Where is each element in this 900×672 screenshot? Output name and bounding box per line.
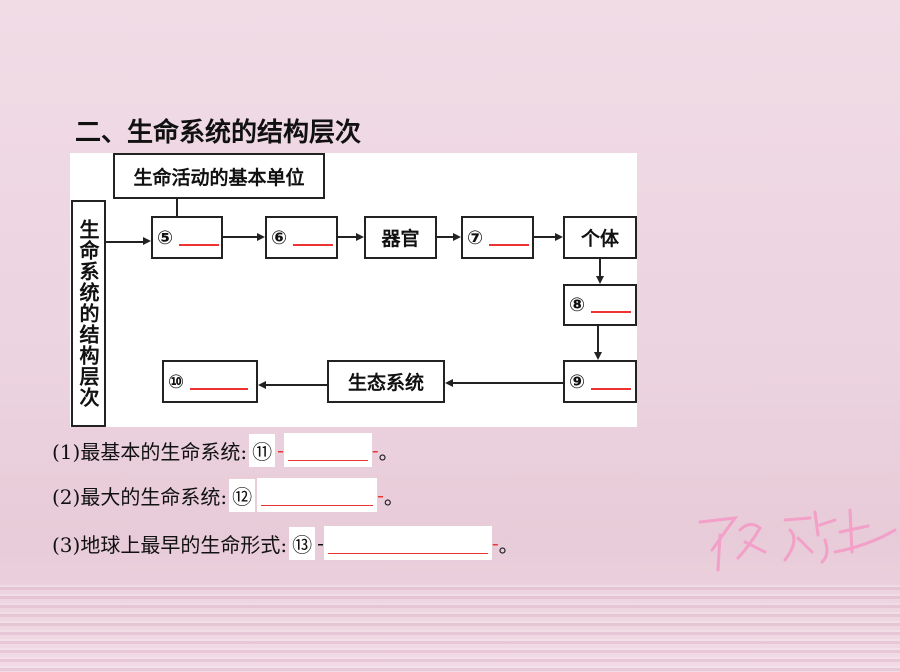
side-label-box: 生命系统的结构层次 bbox=[71, 200, 106, 427]
arrow-line bbox=[597, 326, 599, 352]
period: 。 bbox=[383, 484, 404, 509]
node-5: ⑤ bbox=[151, 216, 223, 259]
question-text: (3)地球上最早的生命形式: bbox=[52, 532, 288, 557]
node-10: ⑩ bbox=[162, 360, 258, 403]
blank bbox=[591, 311, 632, 313]
node-organ: 器官 bbox=[364, 216, 437, 259]
arrow-right-icon bbox=[257, 233, 265, 241]
period: 。 bbox=[498, 532, 519, 557]
arrow-right-icon bbox=[555, 233, 563, 241]
dash: - bbox=[277, 438, 284, 462]
hierarchy-diagram: 生命活动的基本单位 生命系统的结构层次 ⑤ ⑥ 器官 ⑦ 个体 ⑧ ⑨ 生态系统… bbox=[70, 153, 637, 427]
arrow-right-icon bbox=[453, 233, 461, 241]
node-label: ⑧ bbox=[569, 294, 586, 316]
question-text: (2)最大的生命系统: bbox=[52, 484, 228, 509]
arrow-right-icon bbox=[143, 237, 151, 245]
arrow-line bbox=[534, 236, 555, 238]
node-individual: 个体 bbox=[563, 216, 637, 259]
calligraphy-logo bbox=[698, 508, 897, 572]
arrow-down-icon bbox=[596, 276, 604, 284]
question-2: (2)最大的生命系统: ⑫ - 。 bbox=[52, 478, 404, 512]
question-3: (3)地球上最早的生命形式: ⑬ - - 。 bbox=[52, 526, 519, 560]
node-label: ⑨ bbox=[569, 370, 586, 393]
answer-blank[interactable] bbox=[323, 526, 492, 560]
top-label-box: 生命活动的基本单位 bbox=[113, 153, 325, 199]
question-number: ⑪ bbox=[249, 433, 276, 467]
dash: - bbox=[317, 531, 324, 555]
question-1: (1)最基本的生命系统: ⑪ - - 。 bbox=[52, 433, 399, 467]
node-label: 生态系统 bbox=[347, 372, 424, 394]
top-label: 生命活动的基本单位 bbox=[133, 166, 305, 189]
node-label: 器官 bbox=[381, 228, 420, 250]
node-label: ⑦ bbox=[467, 226, 484, 249]
side-label: 生命系统的结构层次 bbox=[76, 219, 100, 408]
dash: - bbox=[491, 531, 499, 555]
node-7: ⑦ bbox=[461, 216, 534, 259]
blank bbox=[489, 243, 530, 246]
node-9: ⑨ bbox=[563, 360, 637, 403]
section-title: 二、生命系统的结构层次 bbox=[75, 118, 362, 148]
arrow-left-icon bbox=[445, 379, 453, 387]
arrow-line bbox=[266, 384, 327, 386]
node-label: ⑤ bbox=[157, 226, 174, 249]
arrow-line bbox=[437, 236, 453, 238]
node-8: ⑧ bbox=[563, 284, 637, 326]
dash: - bbox=[377, 483, 384, 507]
question-text: (1)最基本的生命系统: bbox=[52, 439, 248, 464]
arrow-line bbox=[106, 241, 143, 243]
blank bbox=[591, 387, 632, 390]
node-6: ⑥ bbox=[265, 216, 338, 259]
arrow-line bbox=[223, 236, 257, 238]
answer-blank[interactable] bbox=[257, 478, 378, 512]
arrow-line bbox=[338, 236, 356, 238]
question-number: ⑫ bbox=[229, 478, 256, 512]
arrow-line bbox=[599, 259, 601, 276]
blank bbox=[179, 243, 220, 246]
arrow-line bbox=[453, 382, 563, 384]
question-number: ⑬ bbox=[289, 526, 316, 560]
node-label: ⑩ bbox=[168, 370, 185, 393]
connector bbox=[176, 199, 178, 216]
arrow-right-icon bbox=[356, 233, 364, 241]
arrow-left-icon bbox=[258, 381, 266, 389]
dash: - bbox=[371, 438, 379, 462]
node-label: 个体 bbox=[580, 228, 619, 250]
period: 。 bbox=[378, 439, 399, 464]
node-ecosystem: 生态系统 bbox=[327, 360, 445, 403]
blank bbox=[293, 243, 334, 246]
node-label: ⑥ bbox=[271, 226, 288, 249]
blank bbox=[190, 387, 249, 390]
arrow-down-icon bbox=[594, 352, 602, 360]
answer-blank[interactable] bbox=[283, 433, 372, 467]
background-streaks bbox=[0, 585, 900, 672]
